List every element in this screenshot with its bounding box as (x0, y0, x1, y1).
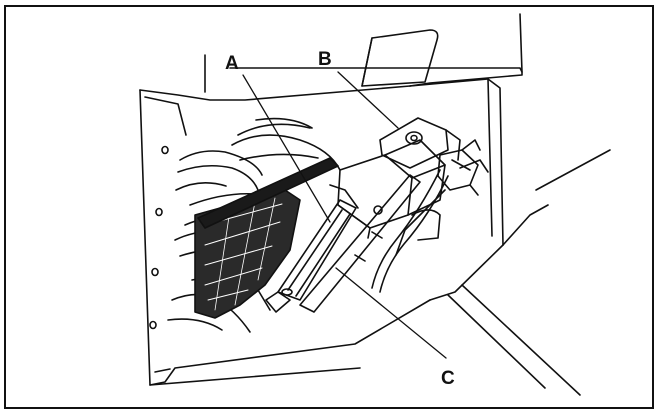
wall-holes (149, 145, 169, 330)
support-rail (299, 174, 421, 313)
mounting-bracket (265, 184, 359, 313)
callout-b: B (318, 49, 332, 70)
connector (437, 139, 489, 196)
top-flap (361, 29, 439, 87)
floor (447, 149, 611, 396)
foam-bundle (194, 189, 301, 319)
dash-panel (204, 13, 523, 93)
cables (371, 169, 449, 293)
callout-leaders (242, 71, 447, 359)
callout-a: A (225, 53, 239, 74)
upper-bracket (379, 117, 461, 169)
glovebox-outline (139, 78, 549, 386)
callout-c: C (441, 368, 455, 389)
module-body (337, 139, 446, 239)
